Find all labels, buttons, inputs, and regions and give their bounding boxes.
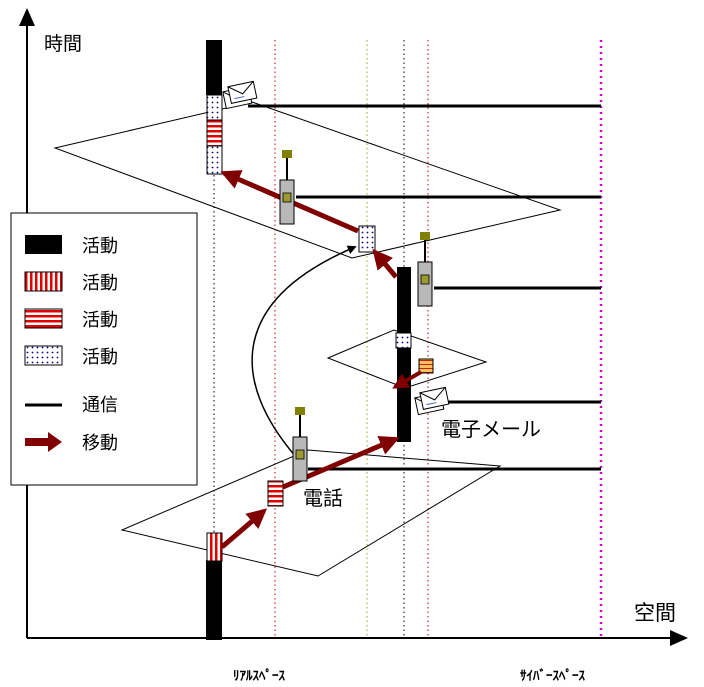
legend-swatch-hstripes — [24, 308, 63, 329]
legend-label: 活動 — [82, 236, 118, 257]
legend-label: 移動 — [82, 433, 118, 454]
communication-lines — [248, 104, 601, 471]
envelope-icon — [414, 386, 450, 416]
activity-hstripes-1 — [267, 480, 284, 507]
plane-middle — [326, 329, 488, 389]
legend-swatch-vstripes — [24, 271, 63, 292]
activity-bars — [206, 40, 411, 640]
mobile-phone-icon — [279, 150, 295, 225]
real-space-label: ﾘｱﾙｽﾍﾟｰｽ — [233, 668, 286, 684]
plane-bottom — [120, 449, 502, 577]
phone-call-curve — [251, 245, 357, 458]
plane-top — [53, 101, 562, 259]
activity-vstripes-1 — [206, 119, 223, 147]
envelope-icon — [222, 80, 258, 110]
legend-swatch-solid — [25, 235, 62, 254]
legend-swatch-dots — [24, 345, 63, 366]
mobile-phone-icon — [417, 232, 433, 307]
legend: 活動 活動 活動 活動 通信 移動 — [10, 212, 198, 486]
legend-label: 活動 — [82, 347, 118, 368]
time-axis-label: 時間 — [44, 33, 82, 55]
move-arrow-bottom-1 — [220, 508, 268, 549]
activity-dots-1 — [206, 94, 223, 121]
space-axis-label: 空間 — [634, 601, 676, 625]
legend-label: 通信 — [82, 395, 118, 416]
mobile-phone-icon — [292, 407, 308, 482]
cyber-space-label: ｻｲﾊﾞｰｽﾍﾟｰｽ — [520, 668, 586, 684]
activity-dots-2 — [206, 145, 223, 175]
activity-office — [397, 267, 411, 442]
legend-swatch-arrow — [25, 432, 62, 452]
phone-label: 電話 — [303, 486, 343, 510]
move-arrow-middle — [392, 370, 422, 389]
move-arrow-upper-right — [372, 248, 398, 279]
email-label: 電子メール — [441, 417, 541, 441]
planes — [53, 101, 562, 577]
space-axis-arrowhead — [670, 630, 688, 646]
time-axis-arrowhead — [19, 8, 35, 26]
activity-grid-1 — [418, 358, 434, 374]
activity-dots-4 — [395, 332, 412, 349]
activity-dots-3 — [358, 225, 376, 253]
activity-boxes — [206, 94, 434, 562]
legend-label: 活動 — [82, 273, 118, 294]
activity-person-bottom — [206, 560, 222, 640]
activity-person-top — [206, 40, 222, 95]
activity-vstripes-2 — [206, 532, 223, 562]
legend-label: 活動 — [82, 310, 118, 331]
